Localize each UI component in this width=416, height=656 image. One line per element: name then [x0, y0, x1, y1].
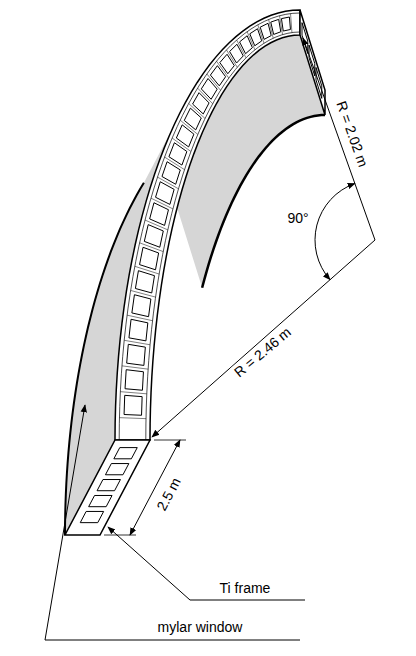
frame-slot: [135, 271, 154, 293]
frame-rib: [247, 32, 255, 50]
end-slot: [105, 464, 128, 475]
leader-line: [45, 405, 85, 640]
frame-rib: [131, 290, 156, 297]
radius-label: R = 2.02 m: [332, 97, 372, 171]
frame-slot: [193, 93, 209, 114]
radius-line: [303, 38, 375, 240]
frame-slot: [271, 19, 281, 34]
frame-slot: [210, 66, 225, 86]
frame-slot: [240, 36, 253, 54]
frame-rib: [124, 340, 150, 344]
frame-slot: [220, 54, 234, 73]
frame-rib: [237, 40, 246, 58]
frame-rib: [127, 315, 152, 321]
frame-rib: [145, 220, 168, 230]
frame-rib: [207, 74, 221, 90]
frame-rib: [189, 104, 205, 119]
frame-slot: [184, 108, 201, 130]
frame-rib: [217, 61, 229, 78]
frame-slot: [124, 395, 142, 415]
frame-rib: [258, 25, 264, 43]
extension-line: [154, 440, 186, 441]
frame-rim: [146, 32, 300, 440]
frame-slot: [281, 17, 290, 31]
frame-slot: [127, 344, 146, 365]
end-slot: [114, 448, 137, 459]
leader-line: [108, 527, 190, 600]
module-drawing: [45, 10, 375, 640]
end-slot: [80, 511, 103, 522]
frame-slot: [144, 225, 163, 248]
frame-rib: [122, 366, 148, 369]
part-label: mylar window: [156, 619, 245, 635]
frame-rib: [180, 120, 198, 134]
frame-rib: [280, 16, 283, 35]
frame-rim: [119, 13, 300, 440]
frame-slot: [132, 295, 151, 317]
frame-rib: [120, 392, 146, 394]
ti-frame-band: [115, 10, 300, 440]
angle-arc: [315, 183, 355, 279]
part-label: Ti frame: [218, 580, 273, 596]
frame-slot: [156, 182, 175, 205]
frame-rib: [165, 157, 185, 170]
frame-rib: [140, 243, 164, 252]
frame-slot: [201, 79, 217, 100]
frame-rib: [198, 88, 213, 104]
angle-label: 90°: [285, 210, 310, 226]
dimension-label: 2.5 m: [153, 473, 185, 515]
end-slot: [89, 495, 112, 506]
frame-end-top: [300, 10, 325, 115]
end-slot: [309, 45, 315, 76]
frame-slot: [140, 247, 159, 269]
radius-line: [152, 240, 375, 437]
frame-rib: [291, 14, 292, 33]
frame-rib: [119, 417, 146, 419]
radius-label: R = 2.46 m: [229, 322, 295, 381]
frame-slot: [230, 44, 244, 63]
frame-rib: [135, 266, 159, 274]
frame-rib: [226, 50, 237, 67]
frame-edge: [202, 115, 325, 288]
frame-slot: [125, 370, 143, 391]
label-underline: [190, 600, 305, 601]
frame-slot: [129, 319, 148, 341]
mylar-window-inner: [177, 35, 325, 288]
frame-rib: [151, 198, 173, 209]
label-underline: [45, 640, 300, 641]
extension-line: [104, 535, 136, 536]
frame-rib: [172, 138, 191, 151]
frame-slot: [176, 125, 194, 147]
end-slot: [97, 480, 120, 491]
frame-rib: [269, 19, 274, 38]
frame-slot: [150, 203, 169, 226]
frame-rib: [158, 177, 179, 189]
